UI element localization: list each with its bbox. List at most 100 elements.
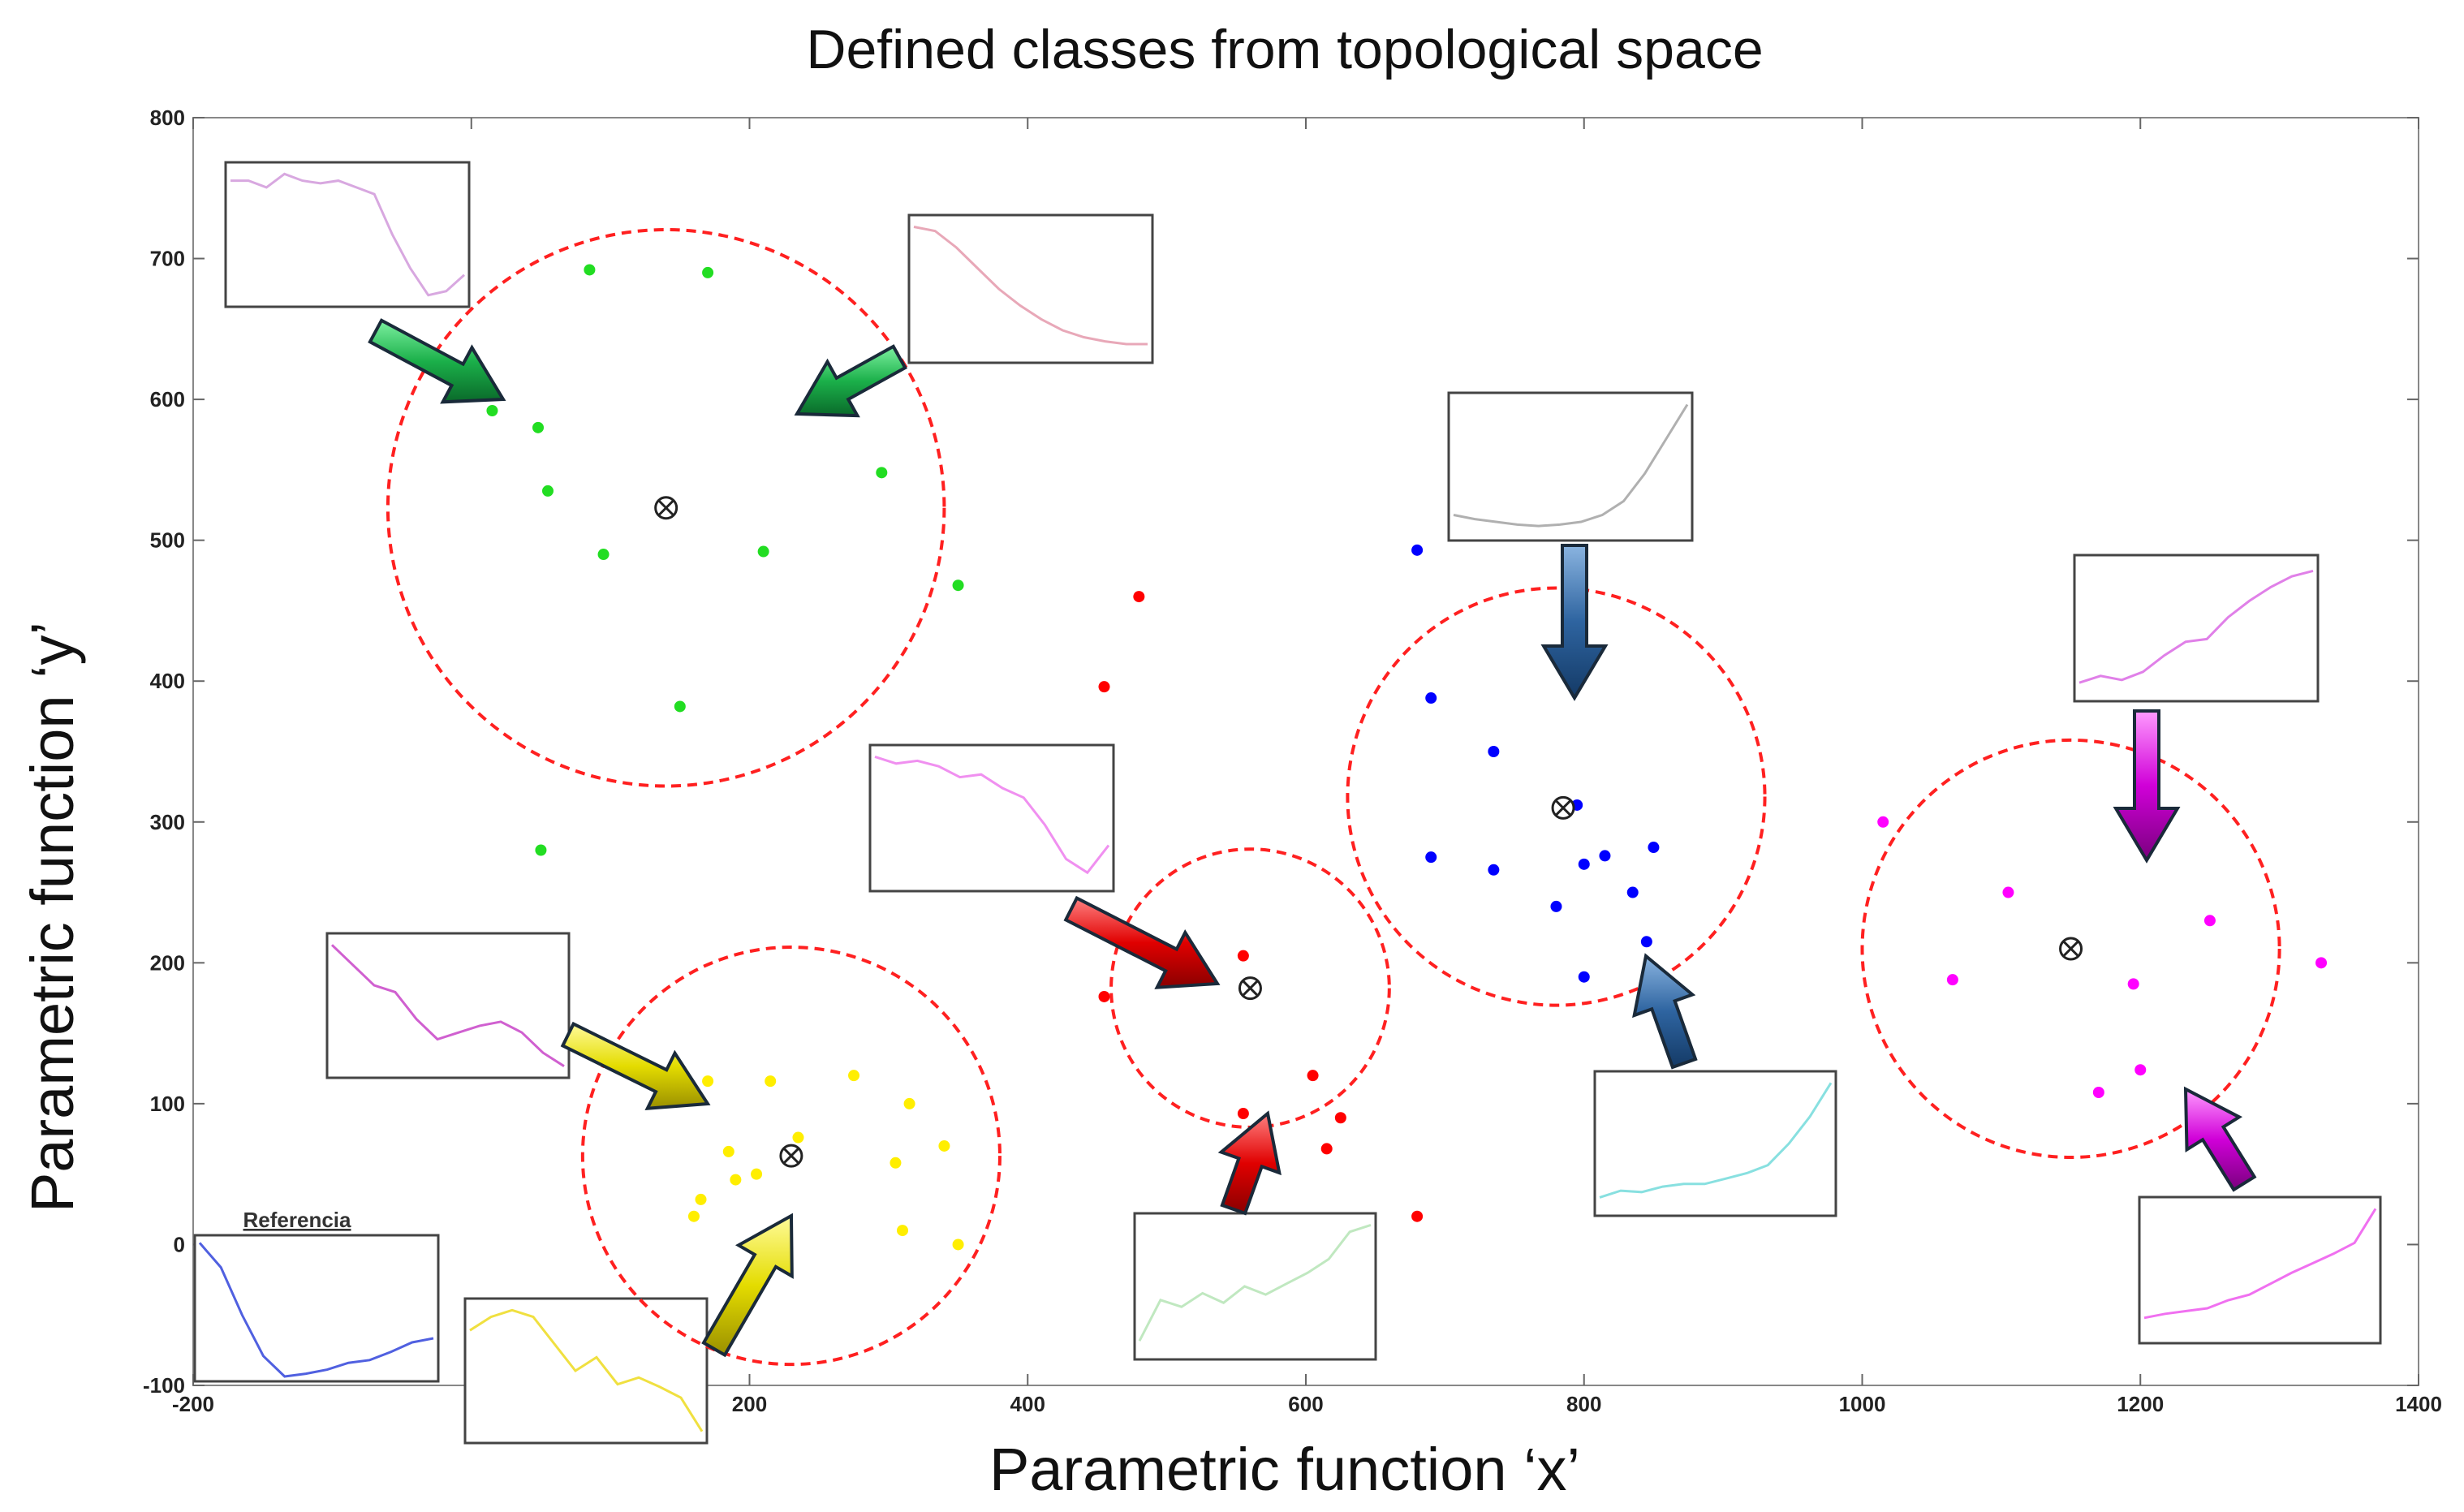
data-point	[1411, 1210, 1424, 1222]
cluster-circle	[580, 946, 1002, 1367]
waveform-inset	[193, 1234, 440, 1383]
data-point	[1599, 850, 1611, 862]
data-point	[757, 545, 769, 558]
data-point	[1237, 1108, 1249, 1120]
data-point	[1626, 886, 1639, 898]
waveform-inset	[907, 213, 1154, 364]
y-tick-label: 300	[150, 810, 185, 834]
pointer-arrows	[368, 318, 2257, 1358]
data-point	[1488, 746, 1500, 757]
waveform-inset	[224, 161, 471, 308]
data-point	[848, 1070, 860, 1082]
cluster-circle	[386, 227, 946, 788]
data-point	[535, 844, 547, 856]
data-point	[890, 1157, 902, 1169]
data-point	[2002, 886, 2014, 898]
inset-waveform	[1138, 1223, 1372, 1342]
data-point	[1320, 1143, 1333, 1155]
y-tick-label: 100	[150, 1092, 185, 1116]
inset-waveform	[2078, 569, 2314, 684]
waveform-inset	[2073, 554, 2320, 703]
centroid-marker	[1551, 795, 1575, 820]
data-point	[532, 421, 545, 433]
inset-frame	[325, 932, 571, 1079]
cluster-circle	[1860, 738, 2281, 1160]
data-point	[542, 485, 554, 497]
inset-waveform	[2143, 1208, 2377, 1320]
data-point	[1237, 950, 1249, 962]
pointer-arrow	[368, 318, 506, 404]
x-axis-label: Parametric function ‘x’	[989, 1436, 1580, 1503]
reference-label: Referencia	[243, 1208, 351, 1232]
data-point	[1098, 681, 1110, 693]
data-point	[1411, 544, 1424, 556]
data-point	[2315, 957, 2328, 969]
centroid-cross	[1554, 799, 1572, 816]
pointer-arrow	[560, 1021, 711, 1110]
inset-frame	[868, 743, 1115, 893]
waveform-inset	[1447, 391, 1694, 542]
plot-area	[192, 117, 2419, 1386]
centroid-marker	[2059, 937, 2083, 961]
centroid-cross	[782, 1148, 799, 1165]
data-point	[1334, 1112, 1346, 1124]
waveform-inset	[1593, 1070, 1837, 1217]
y-tick-label: 500	[150, 528, 185, 553]
y-tick-label: -100	[143, 1373, 185, 1398]
data-point	[702, 1075, 714, 1088]
chart-title: Defined classes from topological space	[806, 19, 1763, 80]
inset-waveform	[1453, 403, 1689, 528]
data-point	[1578, 971, 1590, 983]
data-point	[584, 264, 596, 276]
x-axis: -2000200400600800100012001400	[172, 118, 2442, 1416]
x-tick-label: -200	[172, 1392, 214, 1416]
data-point	[702, 266, 714, 278]
waveform-insets	[193, 161, 2382, 1445]
data-point	[1133, 591, 1145, 603]
inset-frame	[2138, 1195, 2382, 1345]
data-point	[1307, 1070, 1319, 1082]
inset-frame	[1447, 391, 1694, 542]
inset-waveform	[874, 755, 1110, 875]
data-point	[765, 1075, 777, 1088]
pointer-arrow	[2113, 709, 2181, 864]
pointer-arrow	[1540, 544, 1609, 701]
cluster-centroids	[654, 496, 2083, 1168]
inset-waveform	[469, 1308, 704, 1432]
data-point	[597, 549, 610, 561]
centroid-cross	[2062, 940, 2079, 958]
inset-frame	[1133, 1212, 1377, 1361]
y-tick-label: 200	[150, 950, 185, 975]
data-point	[2127, 978, 2139, 990]
data-point	[952, 579, 964, 592]
inset-waveform	[330, 944, 565, 1067]
data-point	[486, 404, 498, 416]
y-tick-label: 600	[150, 387, 185, 411]
centroid-marker	[1238, 976, 1262, 1001]
y-axis-label: Parametric function ‘y’	[19, 622, 86, 1213]
data-point	[903, 1097, 915, 1109]
inset-waveform	[1599, 1082, 1833, 1199]
inset-frame	[193, 1234, 440, 1383]
waveform-inset	[463, 1297, 709, 1445]
data-point	[1648, 842, 1660, 854]
data-point	[1946, 974, 1958, 986]
waveform-inset	[325, 932, 571, 1079]
data-point	[730, 1174, 742, 1186]
pointer-arrow	[701, 1213, 794, 1358]
inset-waveform	[913, 226, 1148, 346]
y-tick-label: 800	[150, 106, 185, 130]
data-point	[952, 1238, 964, 1251]
data-point	[1425, 692, 1437, 704]
x-tick-label: 1000	[1839, 1392, 1886, 1416]
x-tick-label: 600	[1288, 1392, 1323, 1416]
waveform-inset	[2138, 1195, 2382, 1345]
waveform-inset	[868, 743, 1115, 893]
data-point	[687, 1210, 700, 1222]
pointer-arrow	[2183, 1086, 2257, 1192]
waveform-inset	[1133, 1212, 1377, 1361]
inset-waveform	[198, 1242, 434, 1378]
cluster-circles	[386, 227, 2281, 1367]
